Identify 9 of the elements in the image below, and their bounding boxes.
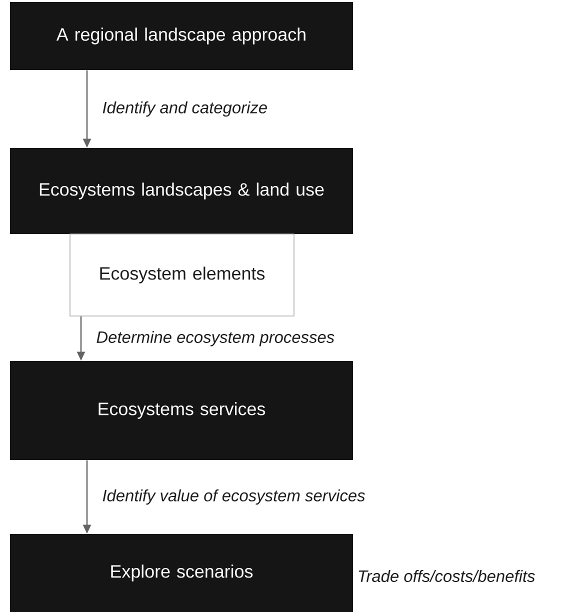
element-box: Ecosystem elements	[70, 234, 294, 316]
process-box: Explore scenarios	[10, 534, 353, 612]
edge-label: Identify and categorize	[101, 100, 269, 118]
beside-note: Trade offs/costs/benefits	[358, 570, 535, 582]
edge-label: Determine ecosystem processes	[95, 330, 336, 348]
process-box: Ecosystems services	[10, 361, 353, 460]
process-box: Ecosystems landscapes & land use	[10, 148, 353, 234]
edge-label: Identify value of ecosystem services	[101, 488, 366, 506]
process-box: A regional landscape approach	[10, 2, 353, 70]
